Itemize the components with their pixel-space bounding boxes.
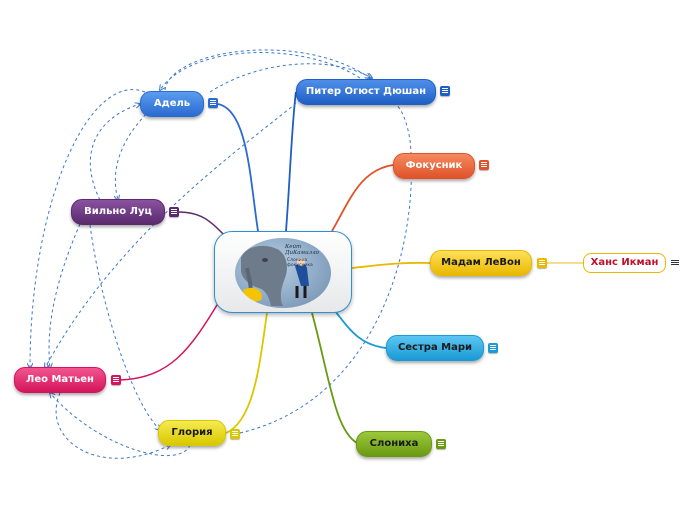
notes-icon-fokusnik[interactable] [479,160,489,170]
branch-line-leo [119,299,221,381]
notes-icon-adel[interactable] [208,98,218,108]
book-title-text: Слониха [287,257,307,263]
relation-arrow-12 [89,224,160,430]
relation-arrow-4 [115,109,151,200]
notes-icon-hans[interactable] [670,258,680,268]
topic-gloria[interactable]: Глория [158,420,226,446]
relation-arrow-8 [55,392,170,459]
topic-sestra[interactable]: Сестра Мари [386,335,484,361]
relation-arrow-7 [30,89,146,368]
notes-icon-vilno[interactable] [169,207,179,217]
book-title-text-2: фокусника [287,262,313,268]
relation-arrow-5 [89,104,140,201]
topic-piter[interactable]: Питер Огюст Дюшан [296,79,436,105]
relation-arrow-11 [239,103,412,434]
subtopic-hans[interactable]: Ханс Икман [583,253,666,273]
topic-fokusnik[interactable]: Фокусник [393,153,475,179]
notes-icon-gloria[interactable] [230,429,240,439]
notes-icon-leo[interactable] [111,375,121,385]
branch-line-sestra [334,310,387,349]
notes-icon-piter[interactable] [440,86,450,96]
topic-adel[interactable]: Адель [140,91,204,117]
relation-arrow-6 [49,223,81,368]
book-cover-image: Кейт ДиКамилло Слониха фокусника [235,238,331,308]
branch-line-slonikha [311,312,358,444]
notes-icon-madam[interactable] [537,258,547,268]
topic-vilno[interactable]: Вильно Луц [71,199,165,225]
elephant-illustration: Кейт ДиКамилло Слониха фокусника [241,244,320,306]
notes-icon-slonikha[interactable] [436,439,446,449]
central-topic[interactable]: Кейт ДиКамилло Слониха фокусника [214,231,352,313]
branch-line-madam [351,261,431,269]
notes-icon-sestra[interactable] [488,343,498,353]
topic-slonikha[interactable]: Слониха [356,431,432,457]
relation-arrow-10 [45,91,311,368]
relation-arrow-1 [164,49,370,91]
relation-arrow-2 [209,63,372,93]
topic-leo[interactable]: Лео Матьен [14,367,106,393]
branch-line-vilno [177,211,226,237]
topic-madam[interactable]: Мадам ЛеВон [430,250,532,276]
branch-line-fokusnik [331,164,394,232]
branch-line-gloria [225,312,268,434]
relation-arrow-3 [160,52,361,90]
branch-line-piter [285,91,297,232]
book-author-text: Кейт [284,244,301,250]
book-author-text-2: ДиКамилло [284,250,320,256]
branch-line-adel [217,103,259,232]
